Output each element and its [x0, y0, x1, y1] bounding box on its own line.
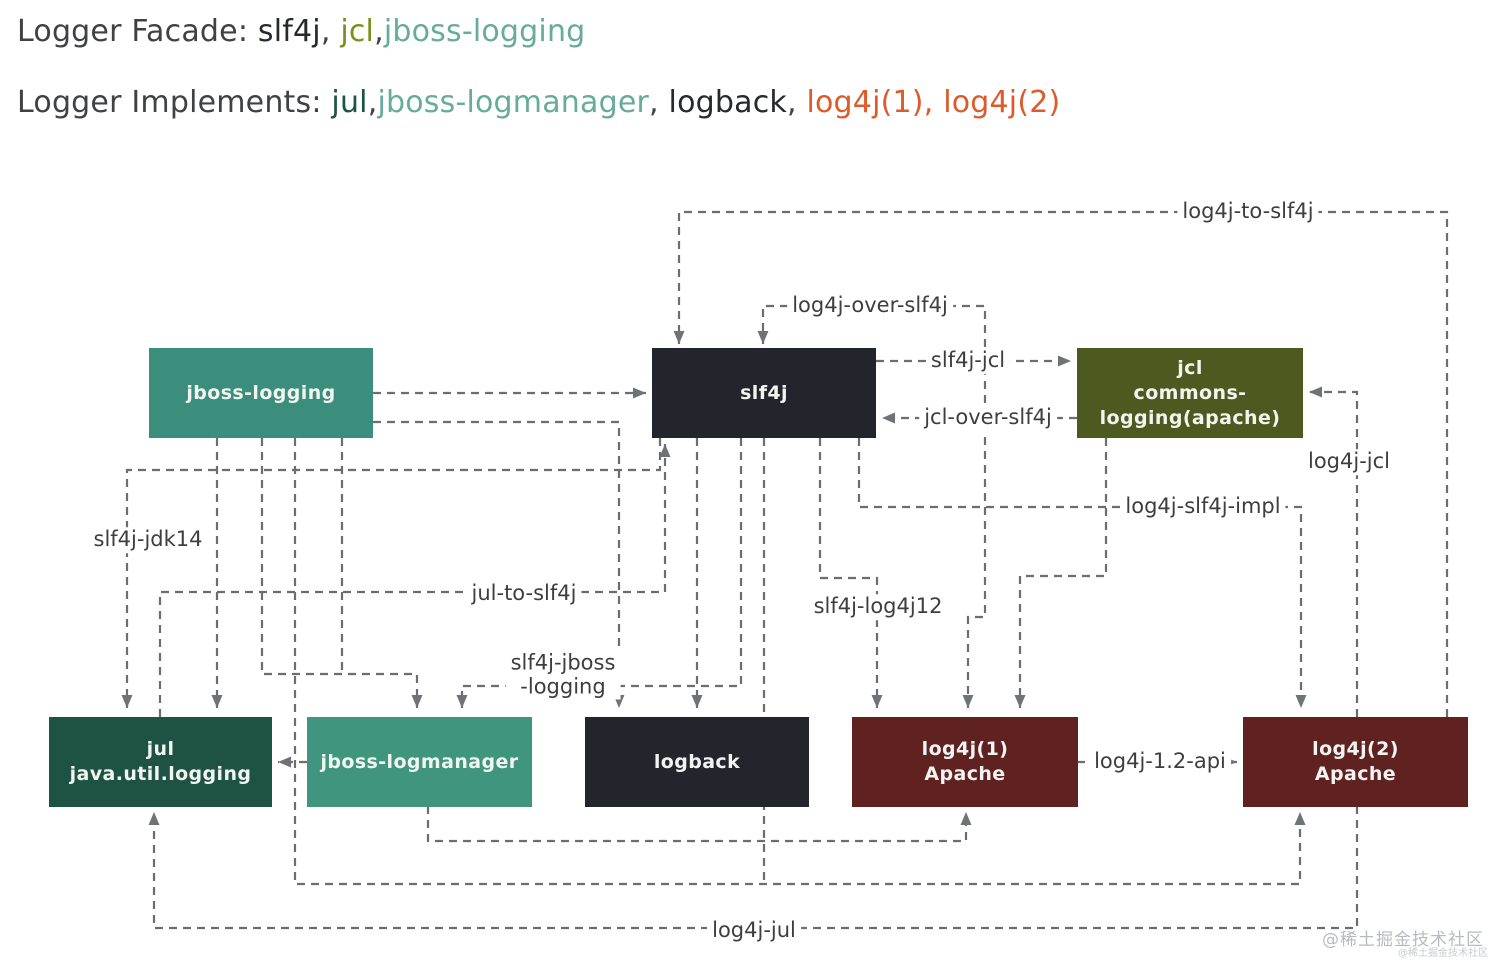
- arrowhead-jboss-logging-to-logback-end: [613, 695, 625, 708]
- edge-jboss-logging-to-jboss-logmanager: [260, 438, 419, 708]
- title-segment: ,: [374, 14, 384, 49]
- watermark: @稀土掘金技术社区 @稀土掘金技术社区: [1322, 925, 1488, 959]
- arrowhead-slf4j-jdk14-end: [121, 695, 133, 708]
- arrowhead-jboss-logging-to-jboss-logmanager-end: [411, 695, 423, 708]
- title-block: Logger Facade: slf4j, jcl,jboss-logging …: [17, 14, 1060, 120]
- title-segment: logback: [668, 85, 787, 120]
- arrowhead-jboss-logging-to-slf4j-end: [633, 387, 646, 399]
- edge-jcl-to-log4j1: [1018, 438, 1108, 708]
- title-segment: log4j(1): [806, 85, 924, 120]
- title-logger-facade: Logger Facade: slf4j, jcl,jboss-logging: [17, 14, 1060, 49]
- arrowhead-slf4j-jcl-end: [1058, 355, 1071, 367]
- arrowhead-log4j-over-slf4j-start: [962, 695, 974, 708]
- arrowhead-slf4j-to-logback-end: [691, 695, 703, 708]
- arrowhead-jboss-logging-to-jul-end: [211, 695, 223, 708]
- arrowhead-jul-to-slf4j-end: [659, 444, 671, 457]
- arrowhead-log4j-to-slf4j-end: [673, 331, 685, 344]
- title-segment: jul: [331, 85, 368, 120]
- arrowhead-log4j-slf4j-impl-end: [1295, 695, 1307, 708]
- arrowhead-log4j-1.2-api-end: [1224, 756, 1237, 768]
- arrowhead-log4j-jul-end: [148, 812, 160, 825]
- watermark-text: @稀土掘金技术社区: [1322, 930, 1484, 950]
- edge-log4j-jul: [152, 806, 1359, 930]
- title-segment: slf4j: [257, 14, 321, 49]
- arrowhead-jboss-logmanager-to-log4j1-end: [960, 812, 972, 825]
- title-segment: ,: [367, 85, 378, 120]
- title-segment: ,: [786, 85, 807, 120]
- edge-jul-to-slf4j: [158, 444, 667, 717]
- edge-log4j-slf4j-impl: [857, 438, 1303, 708]
- edge-slf4j-log4j12: [818, 438, 879, 708]
- edge-log4j-jcl: [1309, 390, 1359, 717]
- edge-jboss-logmanager-to-log4j1: [426, 806, 968, 843]
- arrowhead-slf4j-jboss-logging-end: [456, 695, 468, 708]
- title-segment: Logger Implements:: [17, 85, 332, 120]
- watermark-text-small: @稀土掘金技术社区: [1398, 948, 1488, 959]
- arrowhead-log4j-jcl-end: [1309, 386, 1322, 398]
- title-segment: ,: [649, 85, 669, 120]
- edge-slf4j-jboss-logging: [460, 438, 743, 708]
- edge-log4j-to-slf4j: [677, 210, 1449, 717]
- title-segment: ,: [320, 14, 341, 49]
- title-logger-implements: Logger Implements: jul,jboss-logmanager,…: [17, 85, 1060, 120]
- arrowhead-log4j-over-slf4j-end: [757, 331, 769, 344]
- title-segment: log4j(2): [943, 85, 1061, 120]
- title-segment: jboss-logmanager: [377, 85, 650, 120]
- title-segment: ,: [923, 85, 944, 120]
- edge-slf4j-jdk14: [125, 438, 662, 708]
- arrowhead-jcl-over-slf4j-end: [882, 412, 895, 424]
- arrowhead-slf4j-log4j12-end: [871, 695, 883, 708]
- arrowhead-jboss-logging-to-log4j2-end: [1294, 812, 1306, 825]
- edge-jboss-logging-to-log4j2: [293, 438, 1302, 886]
- edge-log4j-over-slf4j: [761, 304, 987, 708]
- title-segment: Logger Facade:: [17, 14, 258, 49]
- title-segment: jcl: [340, 14, 375, 49]
- title-segment: jboss-logging: [383, 14, 586, 49]
- arrowhead-jcl-to-log4j1-end: [1014, 695, 1026, 708]
- edge-jboss-logging-to-logback: [373, 420, 621, 708]
- arrowhead-jboss-logmanager-to-jul-end: [278, 756, 291, 768]
